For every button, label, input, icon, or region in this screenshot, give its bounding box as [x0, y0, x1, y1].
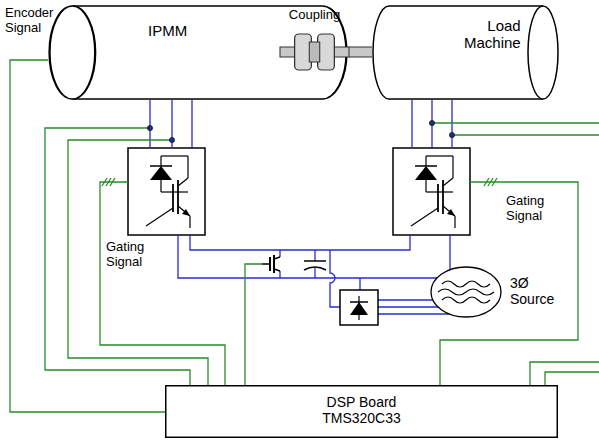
- chopper-switch: [274, 269, 280, 271]
- rectifier-diode: [358, 296, 359, 320]
- capacitor-plate: [304, 267, 326, 270]
- junction-dot: [169, 137, 174, 142]
- junction-dot: [449, 132, 454, 137]
- machine-face: [50, 6, 96, 99]
- shaft-outline: [349, 47, 372, 58]
- node-text: Coupling: [280, 8, 349, 23]
- phase-wire: [191, 100, 192, 148]
- signal-label: Encoder Signal: [5, 6, 53, 36]
- sine-wave: [442, 281, 490, 287]
- phase-wire: [451, 100, 452, 148]
- current-sense-line: [68, 140, 208, 385]
- signal-connector: [10, 60, 165, 412]
- dc-bus-negative: [178, 235, 450, 278]
- node-text: Load Machine: [464, 17, 521, 52]
- chopper-lead: [279, 250, 280, 257]
- load-machine: Load Machine: [372, 5, 560, 100]
- current-sense-line: [452, 134, 599, 135]
- capacitor-lead: [314, 250, 315, 261]
- machine-body: [373, 6, 543, 99]
- shaft-connector: [349, 52, 372, 53]
- chopper-lead: [279, 271, 280, 278]
- bus-hatch: [492, 178, 497, 186]
- current-sense-line: [530, 362, 599, 385]
- signal-wire: [10, 60, 165, 412]
- signal-label: Gating Signal: [106, 240, 144, 270]
- phase-wire: [149, 100, 150, 148]
- signal-label: Gating Signal: [506, 194, 544, 224]
- phase-wire: [411, 100, 412, 148]
- current-sense-line: [45, 128, 190, 385]
- ac-source: [431, 267, 501, 317]
- gating-line: [245, 264, 262, 385]
- chopper-switch: [273, 255, 275, 273]
- current-sense-line: [545, 372, 599, 385]
- node-text: 3Ø Source: [510, 275, 554, 307]
- coupling-hub: [309, 42, 319, 62]
- shaft-coupling: Coupling: [280, 8, 349, 80]
- node-shape: [372, 5, 560, 100]
- rectifier-box: [340, 290, 378, 325]
- junction-dot: [147, 125, 152, 130]
- capacitor-lead: [314, 268, 315, 278]
- gating-line: [100, 182, 225, 385]
- sine-wave: [442, 297, 490, 303]
- machine-face: [528, 6, 558, 99]
- junction-dot: [429, 120, 434, 125]
- rectifier-lead: [330, 250, 340, 307]
- dsp-board: DSP Board TMS320C33: [165, 385, 558, 438]
- capacitor-plate: [304, 260, 326, 262]
- source-lead: [378, 313, 455, 314]
- board-outline: [166, 386, 558, 438]
- sine-wave: [438, 289, 494, 295]
- three-phase-source: 3Ø Source: [428, 265, 568, 321]
- node-text: DSP Board TMS320C33: [314, 394, 410, 426]
- inverter-right: [393, 148, 470, 235]
- bus-hatch: [110, 178, 115, 186]
- rectifier-lead: [359, 278, 360, 290]
- chopper-switch: [262, 263, 270, 265]
- chopper-switch: [274, 257, 280, 259]
- dc-bus-positive: [190, 235, 410, 250]
- inverter-left: [128, 148, 205, 235]
- current-sense-line: [432, 122, 599, 123]
- shaft-body: [349, 48, 372, 57]
